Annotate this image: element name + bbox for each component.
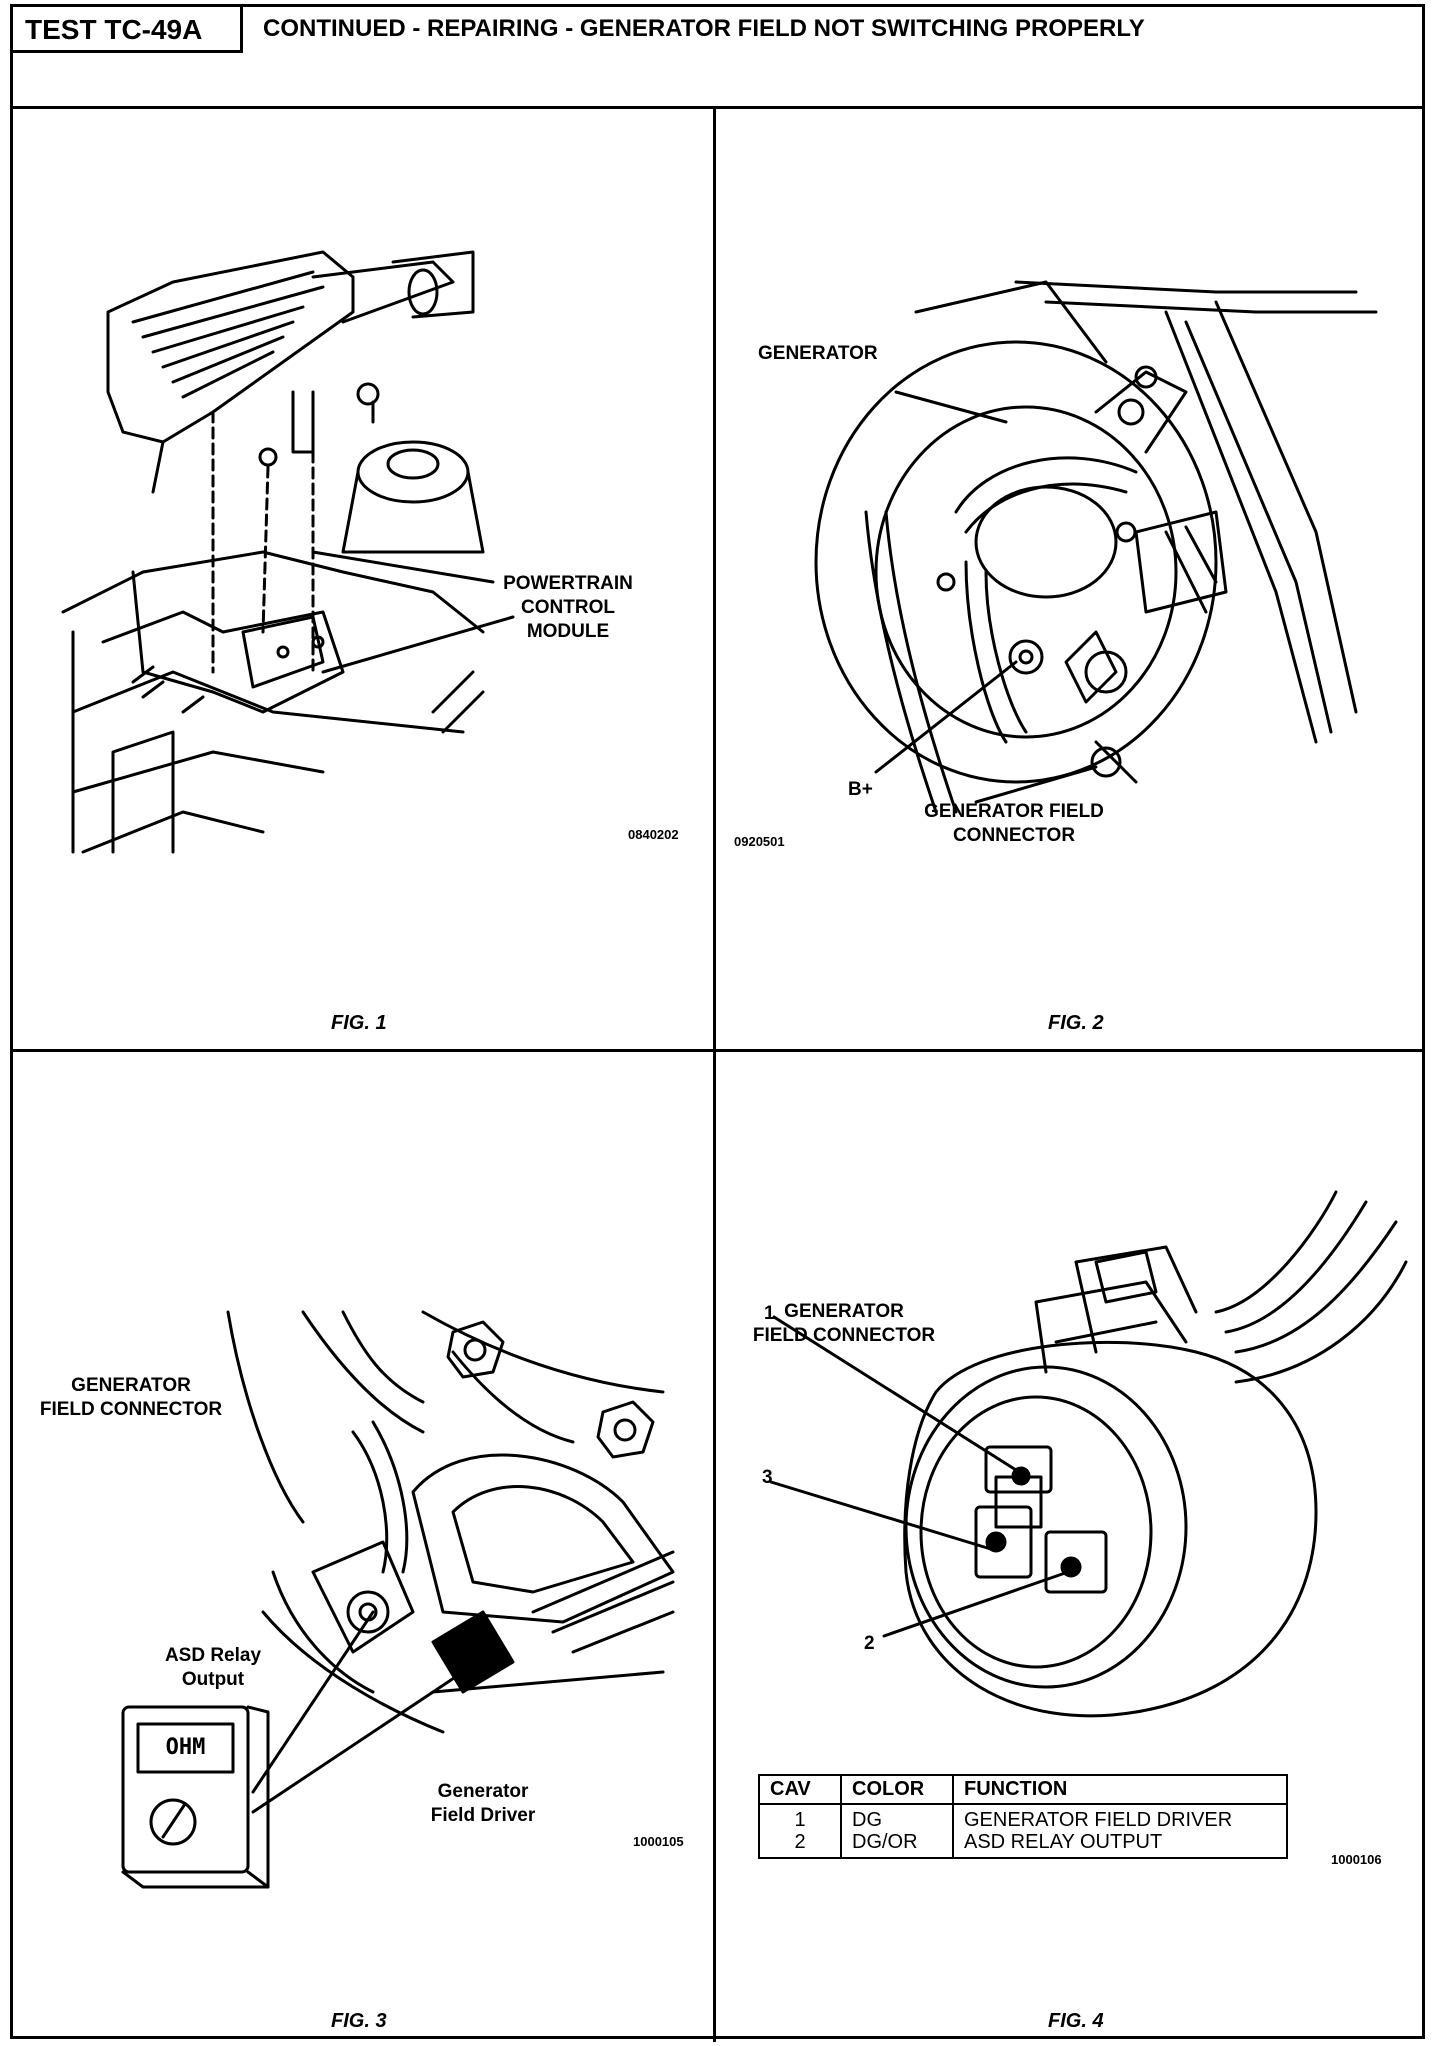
figure-1-panel: POWERTRAIN CONTROL MODULE 0840202 FIG. 1	[13, 112, 713, 1049]
cell-function: ASD RELAY OUTPUT	[952, 1831, 1288, 1859]
figure-4-panel: GENERATOR FIELD CONNECTOR 1 3 2 CAV COLO…	[716, 1052, 1428, 2042]
generator-field-driver-label: Generator Field Driver	[398, 1780, 568, 1828]
field-connector-title: GENERATOR FIELD CONNECTOR	[734, 1300, 954, 1348]
page-frame: TEST TC-49A CONTINUED - REPAIRING - GENE…	[10, 4, 1428, 2042]
page-title: CONTINUED - REPAIRING - GENERATOR FIELD …	[263, 15, 1145, 42]
figure-4-code: 1000106	[1331, 1852, 1382, 1867]
col-header-function: FUNCTION	[952, 1774, 1288, 1805]
col-header-cav: CAV	[758, 1774, 842, 1805]
driver-label-line: Field Driver	[430, 1805, 536, 1826]
figure-2-panel: GENERATOR B+ GENERATOR FIELD CONNECTOR 0…	[716, 112, 1428, 1049]
field-connector-label-line: GENERATOR FIELD	[924, 801, 1104, 822]
meter-display: OHM	[165, 1735, 206, 1760]
pin-1-label: 1	[764, 1303, 775, 1324]
figure-3-code: 1000105	[633, 1834, 684, 1849]
pcm-label: POWERTRAIN CONTROL MODULE	[493, 572, 643, 644]
table-row: 1 DG GENERATOR FIELD DRIVER	[758, 1804, 1288, 1831]
pcm-label-line: CONTROL	[521, 597, 615, 618]
cell-cav: 2	[758, 1831, 842, 1859]
asd-relay-output-label: ASD Relay Output	[133, 1644, 293, 1692]
test-id-box: TEST TC-49A	[13, 7, 243, 53]
asd-label-line: Output	[181, 1669, 245, 1690]
figure-4-caption: FIG. 4	[1048, 2010, 1104, 2032]
ohmmeter-test-illustration	[121, 1310, 675, 1889]
vertical-divider	[713, 109, 716, 2042]
pin-2-label: 2	[864, 1633, 875, 1654]
field-connector-label: GENERATOR FIELD CONNECTOR	[894, 800, 1134, 848]
page-header: TEST TC-49A CONTINUED - REPAIRING - GENE…	[13, 7, 1422, 109]
figure-1-code: 0840202	[628, 827, 679, 842]
pin-3-label: 3	[762, 1467, 773, 1488]
connector-label-line: FIELD CONNECTOR	[39, 1399, 223, 1420]
figure-2-code: 0920501	[734, 834, 785, 849]
generator-field-connector-label: GENERATOR FIELD CONNECTOR	[31, 1374, 231, 1422]
pcm-label-line: MODULE	[526, 621, 610, 642]
figure-3-caption: FIG. 3	[331, 2010, 387, 2032]
cell-function: GENERATOR FIELD DRIVER	[952, 1804, 1288, 1831]
pcm-label-line: POWERTRAIN	[503, 573, 633, 594]
connector-label-line: GENERATOR	[71, 1375, 191, 1396]
generator-illustration	[814, 280, 1378, 814]
cell-cav: 1	[758, 1804, 842, 1831]
field-connector-label-line: CONNECTOR	[952, 825, 1076, 846]
col-header-color: COLOR	[840, 1774, 954, 1805]
connector-face-illustration	[769, 1190, 1408, 1718]
table-row: 2 DG/OR ASD RELAY OUTPUT	[758, 1831, 1288, 1859]
figure-3-panel: GENERATOR FIELD CONNECTOR ASD Relay Outp…	[13, 1052, 713, 2042]
cavity-table-header-row: CAV COLOR FUNCTION	[758, 1774, 1288, 1805]
generator-label: GENERATOR	[758, 343, 878, 364]
pcm-location-illustration	[61, 250, 515, 854]
field-connector-title-line: FIELD CONNECTOR	[752, 1325, 936, 1346]
horizontal-divider	[13, 1049, 1422, 1052]
figure-1-caption: FIG. 1	[331, 1012, 387, 1034]
b-plus-label: B+	[848, 779, 873, 800]
cell-color: DG/OR	[840, 1831, 954, 1859]
driver-label-line: Generator	[437, 1781, 529, 1802]
asd-label-line: ASD Relay	[164, 1645, 262, 1666]
figure-2-caption: FIG. 2	[1048, 1012, 1104, 1034]
cell-color: DG	[840, 1804, 954, 1831]
field-connector-title-line: GENERATOR	[784, 1301, 904, 1322]
cavity-table: CAV COLOR FUNCTION 1 DG GENERATOR FIELD …	[758, 1774, 1288, 1859]
